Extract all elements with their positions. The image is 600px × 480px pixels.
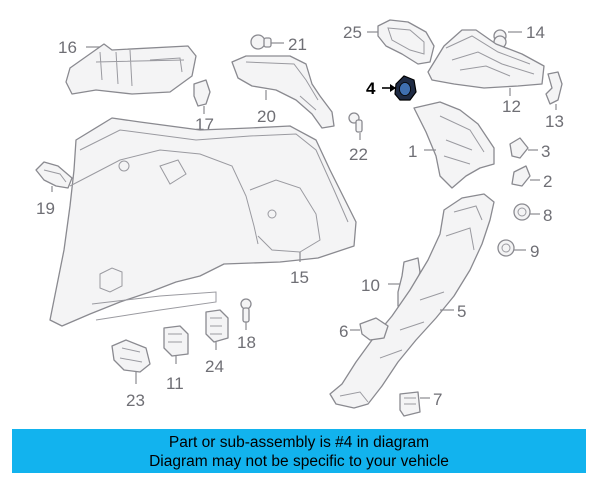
- callout-8: 8: [543, 206, 552, 225]
- part-24: 24: [205, 309, 229, 376]
- callout-15: 15: [290, 268, 309, 287]
- callout-24: 24: [205, 357, 224, 376]
- part-21: 21: [250, 34, 307, 54]
- callout-7: 7: [433, 390, 442, 409]
- part-17: 17: [193, 79, 214, 134]
- part-6: 6: [339, 317, 389, 341]
- callout-10: 10: [361, 276, 380, 295]
- callout-5: 5: [457, 302, 466, 321]
- callout-4: 4: [366, 79, 376, 98]
- callout-11: 11: [166, 374, 184, 393]
- parts-diagram: 16 17 21 20 22 25 14: [35, 19, 564, 417]
- part-8: 8: [513, 203, 552, 225]
- part-20: 20: [231, 55, 335, 129]
- banner-line-2: Diagram may not be specific to your vehi…: [149, 453, 449, 470]
- part-23: 23: [111, 339, 151, 410]
- part-5: 5: [329, 193, 495, 409]
- callout-2: 2: [543, 172, 552, 191]
- part-25: 25: [343, 19, 435, 65]
- part-22: 22: [348, 112, 368, 164]
- callout-21: 21: [288, 35, 307, 54]
- callout-1: 1: [408, 142, 417, 161]
- callout-12: 12: [502, 97, 521, 116]
- part-12: 12: [427, 29, 545, 116]
- callout-18: 18: [237, 333, 256, 352]
- part-1: 1: [408, 101, 495, 189]
- part-16: 16: [58, 38, 197, 95]
- callout-23: 23: [126, 391, 145, 410]
- part-15: 15: [49, 117, 357, 327]
- part-11: 11: [163, 325, 189, 393]
- part-7: 7: [399, 390, 442, 417]
- part-14: 14: [493, 23, 545, 49]
- part-4-highlighted[interactable]: 4: [366, 75, 417, 101]
- callout-25: 25: [343, 23, 362, 42]
- callout-13: 13: [545, 112, 564, 131]
- info-banner: Part or sub-assembly is #4 in diagram Di…: [12, 429, 586, 473]
- part-2: 2: [511, 165, 552, 191]
- callout-3: 3: [541, 142, 550, 161]
- part-18: 18: [237, 298, 256, 352]
- callout-14: 14: [526, 23, 545, 42]
- part-3: 3: [509, 137, 550, 161]
- banner-line-1: Part or sub-assembly is #4 in diagram: [168, 434, 430, 451]
- callout-16: 16: [58, 38, 77, 57]
- part-9: 9: [497, 239, 539, 261]
- callout-9: 9: [530, 242, 539, 261]
- callout-22: 22: [349, 145, 368, 164]
- part-13: 13: [545, 71, 564, 131]
- callout-6: 6: [339, 322, 348, 341]
- callout-20: 20: [257, 107, 276, 126]
- callout-19: 19: [36, 199, 55, 218]
- part-19: 19: [35, 161, 73, 218]
